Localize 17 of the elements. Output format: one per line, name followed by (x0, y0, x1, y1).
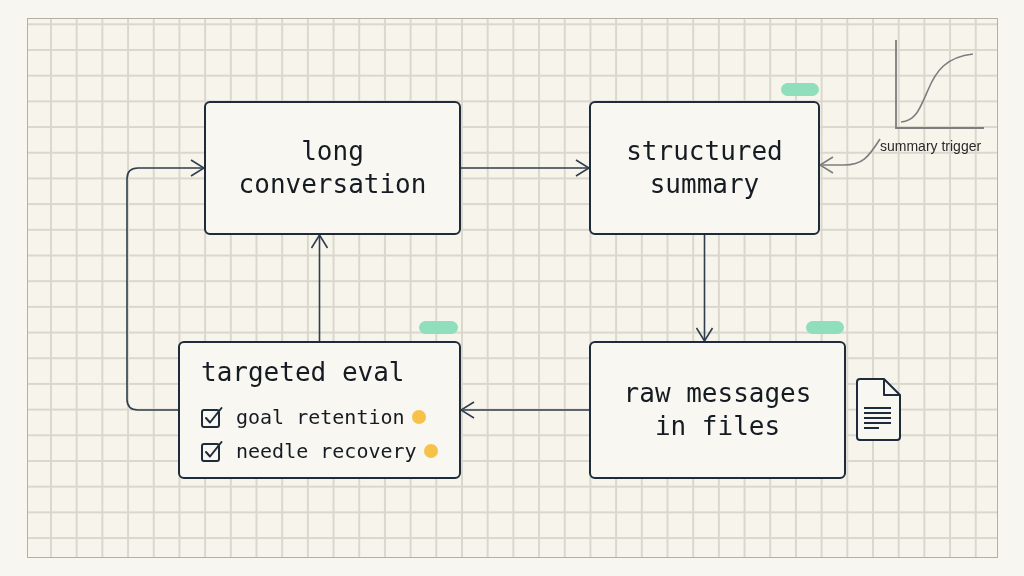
checklist-box (178, 341, 461, 479)
process-box (589, 101, 820, 235)
arrow (695, 234, 714, 342)
process-box (589, 341, 846, 479)
checklist-item: goal retention (236, 404, 405, 430)
node-title: targeted eval (201, 356, 406, 389)
arrow (460, 159, 590, 177)
checklist-item: needle recovery (236, 438, 417, 464)
process-box (204, 101, 461, 235)
annotation-text: summary trigger (880, 137, 982, 155)
arrow (310, 234, 329, 342)
arrow (460, 401, 590, 419)
node-label: structured summary (625, 135, 784, 201)
node-label: raw messages in files (622, 377, 813, 443)
loop-arrow (126, 159, 205, 411)
leader-arrow (819, 138, 881, 174)
node-label: long conversation (237, 135, 428, 201)
